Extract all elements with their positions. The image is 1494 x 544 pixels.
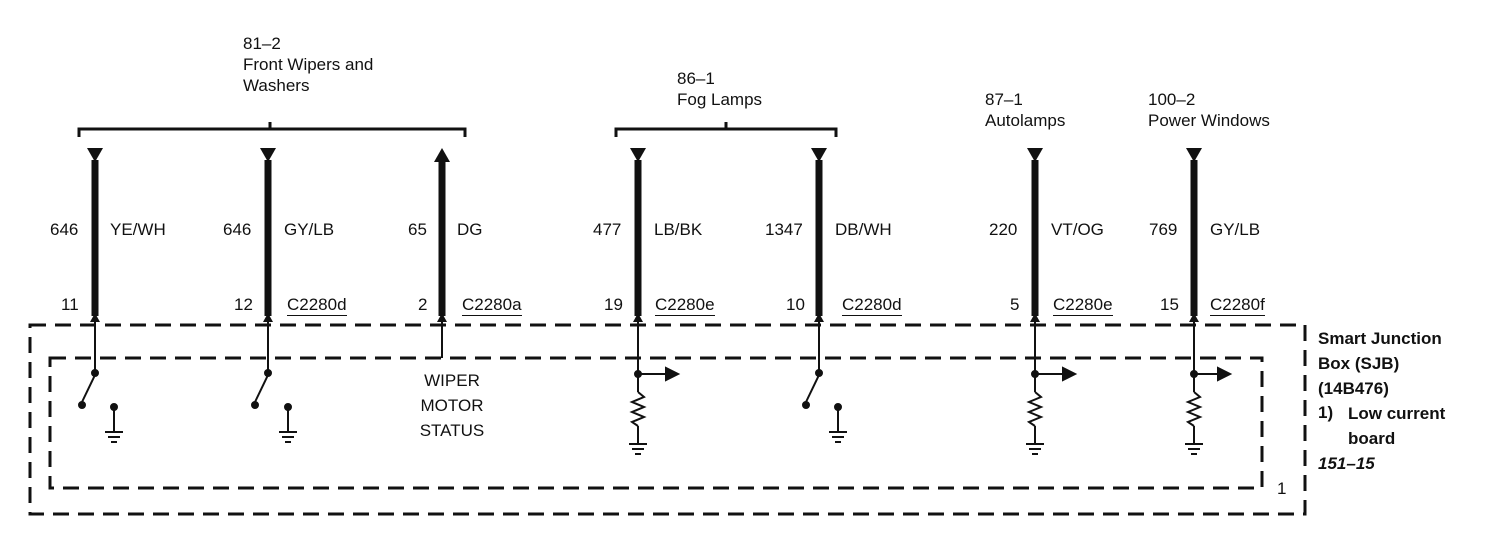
low-current-board-boundary [48, 356, 1264, 490]
resistor-sense-769 [1185, 366, 1233, 455]
group-label-front-wipers: 81–2 Front Wipers and Washers [243, 33, 373, 96]
switch-wiper-1 [78, 369, 123, 443]
wire-769-gy-lb [1186, 148, 1202, 316]
resistor-sense-220 [1026, 366, 1078, 455]
switch-fog-lamps [802, 369, 847, 443]
sjb-label: Smart Junction Box (SJB) (14B476) [1318, 326, 1442, 401]
status-line: MOTOR [420, 396, 484, 415]
circuit-number: 646 [223, 220, 252, 239]
pin-arrowheads [90, 313, 1199, 322]
wire-1347-db-wh [811, 148, 827, 316]
sjb-name-cont: Box (SJB) [1318, 354, 1400, 373]
wire-color: DB/WH [835, 220, 892, 239]
group-label-fog-lamps: 86–1 Fog Lamps [677, 68, 762, 110]
group-code: 81–2 [243, 34, 281, 53]
internal-conductors [94, 322, 1195, 380]
group-name-cont: Washers [243, 76, 310, 95]
wire-477-lb-bk [630, 148, 646, 316]
pin-number: 5 [1010, 295, 1020, 314]
wire-color: YE/WH [110, 220, 166, 239]
pin-number: 2 [418, 295, 428, 314]
note-line: board [1348, 429, 1396, 448]
wire-65-dg [434, 148, 450, 316]
connector-id: C2280d [287, 295, 347, 316]
connector-id: C2280a [462, 295, 522, 316]
status-line: WIPER [424, 371, 480, 390]
group-code: 87–1 [985, 90, 1023, 109]
pin-number: 12 [234, 295, 253, 314]
sjb-outer-boundary [28, 323, 1307, 516]
connector-id: C2280e [655, 295, 715, 316]
connector-id: C2280f [1210, 295, 1265, 316]
connector-id: C2280d [842, 295, 902, 316]
note-number: 1) [1318, 403, 1334, 422]
wire-220-vt-og [1027, 148, 1043, 316]
inner-board-callout: 1 [1277, 479, 1287, 498]
circuit-number: 65 [408, 220, 427, 239]
pin-number: 15 [1160, 295, 1179, 314]
brace-wipers [77, 122, 467, 137]
wire-color: GY/LB [1210, 220, 1261, 239]
brace-fog-lamps [614, 122, 838, 137]
group-label-autolamps: 87–1 Autolamps [985, 89, 1065, 131]
circuit-number: 1347 [765, 220, 803, 239]
wire-color: DG [457, 220, 483, 239]
sjb-part-number: (14B476) [1318, 379, 1389, 398]
note-text: Low current board [1348, 401, 1445, 451]
group-name: Fog Lamps [677, 90, 763, 109]
circuit-number: 769 [1149, 220, 1178, 239]
group-name: Front Wipers and [243, 55, 374, 74]
resistor-sense-477 [629, 366, 681, 455]
pin-number: 10 [786, 295, 805, 314]
note-line: Low current [1348, 404, 1446, 423]
group-code: 86–1 [677, 69, 715, 88]
connector-id: C2280e [1053, 295, 1113, 316]
wire-color: LB/BK [654, 220, 703, 239]
figure-reference: 151–15 [1318, 454, 1375, 473]
pin-number: 19 [604, 295, 623, 314]
circuit-number: 646 [50, 220, 79, 239]
sjb-name: Smart Junction [1318, 329, 1442, 348]
group-code: 100–2 [1148, 90, 1196, 109]
wiper-motor-status-label: WIPER MOTOR STATUS [400, 368, 504, 443]
wire-color: GY/LB [284, 220, 335, 239]
circuit-number: 220 [989, 220, 1018, 239]
wire-color: VT/OG [1051, 220, 1104, 239]
switch-wiper-2 [251, 369, 297, 443]
wire-646-gy-lb [260, 148, 276, 316]
group-name: Power Windows [1148, 111, 1270, 130]
status-line: STATUS [419, 421, 485, 440]
group-label-power-windows: 100–2 Power Windows [1148, 89, 1270, 131]
group-name: Autolamps [985, 111, 1066, 130]
wire-646-ye-wh [87, 148, 103, 316]
circuit-number: 477 [593, 220, 622, 239]
pin-number: 11 [61, 295, 79, 314]
